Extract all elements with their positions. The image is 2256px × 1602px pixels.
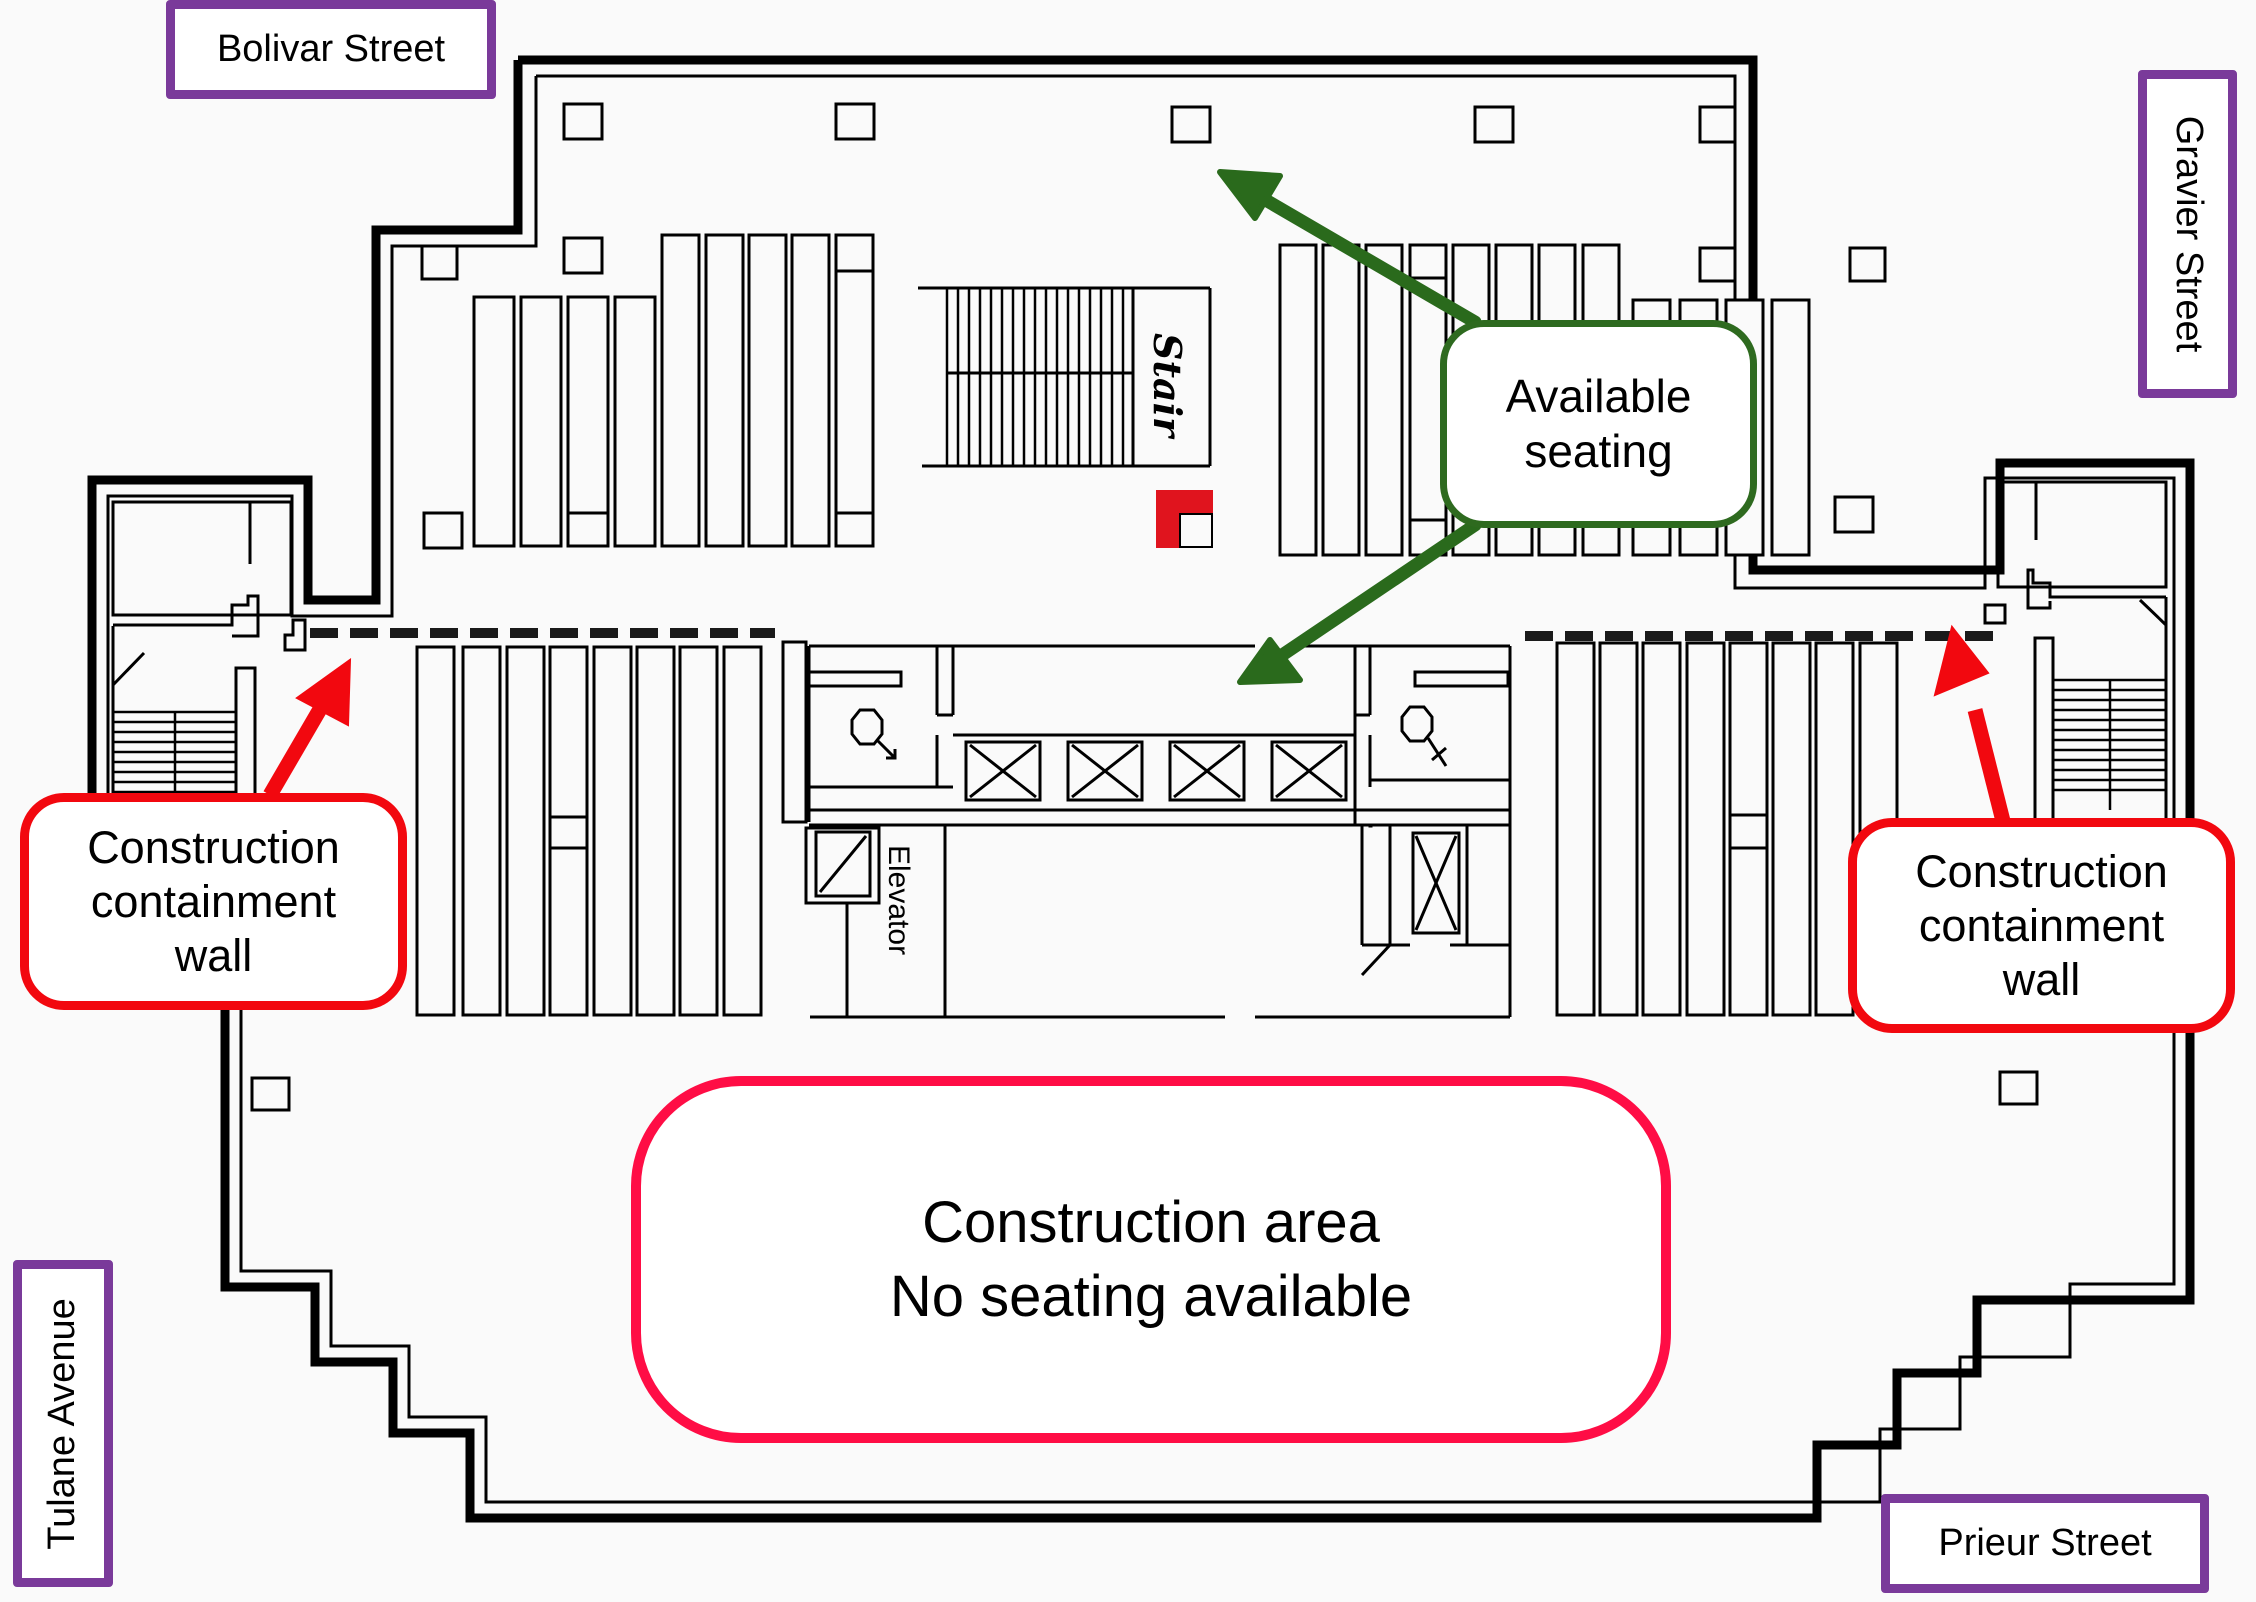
street-label-bolivar: Bolivar Street (166, 0, 496, 99)
street-label-prieur: Prieur Street (1881, 1494, 2209, 1593)
male-restroom-icon (850, 708, 897, 760)
street-label-tulane-text: Tulane Avenue (41, 1297, 84, 1550)
stair-icon (918, 286, 1212, 468)
street-label-tulane: Tulane Avenue (13, 1260, 113, 1587)
columns (250, 102, 2039, 1112)
construction-area-callout: Construction area No seating available (631, 1076, 1671, 1443)
right-stair-wing (1983, 480, 2168, 1000)
elevator-label: Elevator (882, 845, 915, 956)
seating-middle-right (1555, 641, 1899, 1017)
you-are-here-marker (1156, 490, 1213, 548)
construction-area-title: Construction area (922, 1189, 1380, 1255)
seating-upper-left (472, 233, 875, 548)
containment-wall-dashed (310, 628, 2000, 641)
available-seating-arrows (1217, 169, 1482, 685)
stair-label: Stair (1145, 333, 1190, 438)
containment-wall-arrows (263, 624, 2012, 827)
street-label-gravier-text: Gravier Street (2167, 115, 2210, 353)
building-outer-wall (87, 55, 2195, 1523)
seating-middle-left (415, 645, 763, 1017)
female-restroom-icon (1400, 705, 1448, 767)
building-core (781, 640, 1512, 1019)
containment-wall-callout-left: Construction containment wall (20, 793, 407, 1010)
building-inner-wall (106, 74, 2176, 1504)
construction-area-subtitle: No seating available (889, 1263, 1413, 1329)
containment-wall-callout-right: Construction containment wall (1848, 818, 2235, 1033)
street-label-gravier: Gravier Street (2138, 70, 2237, 398)
elevator-x-icon (814, 740, 1461, 935)
available-seating-callout: Available seating (1440, 320, 1757, 528)
